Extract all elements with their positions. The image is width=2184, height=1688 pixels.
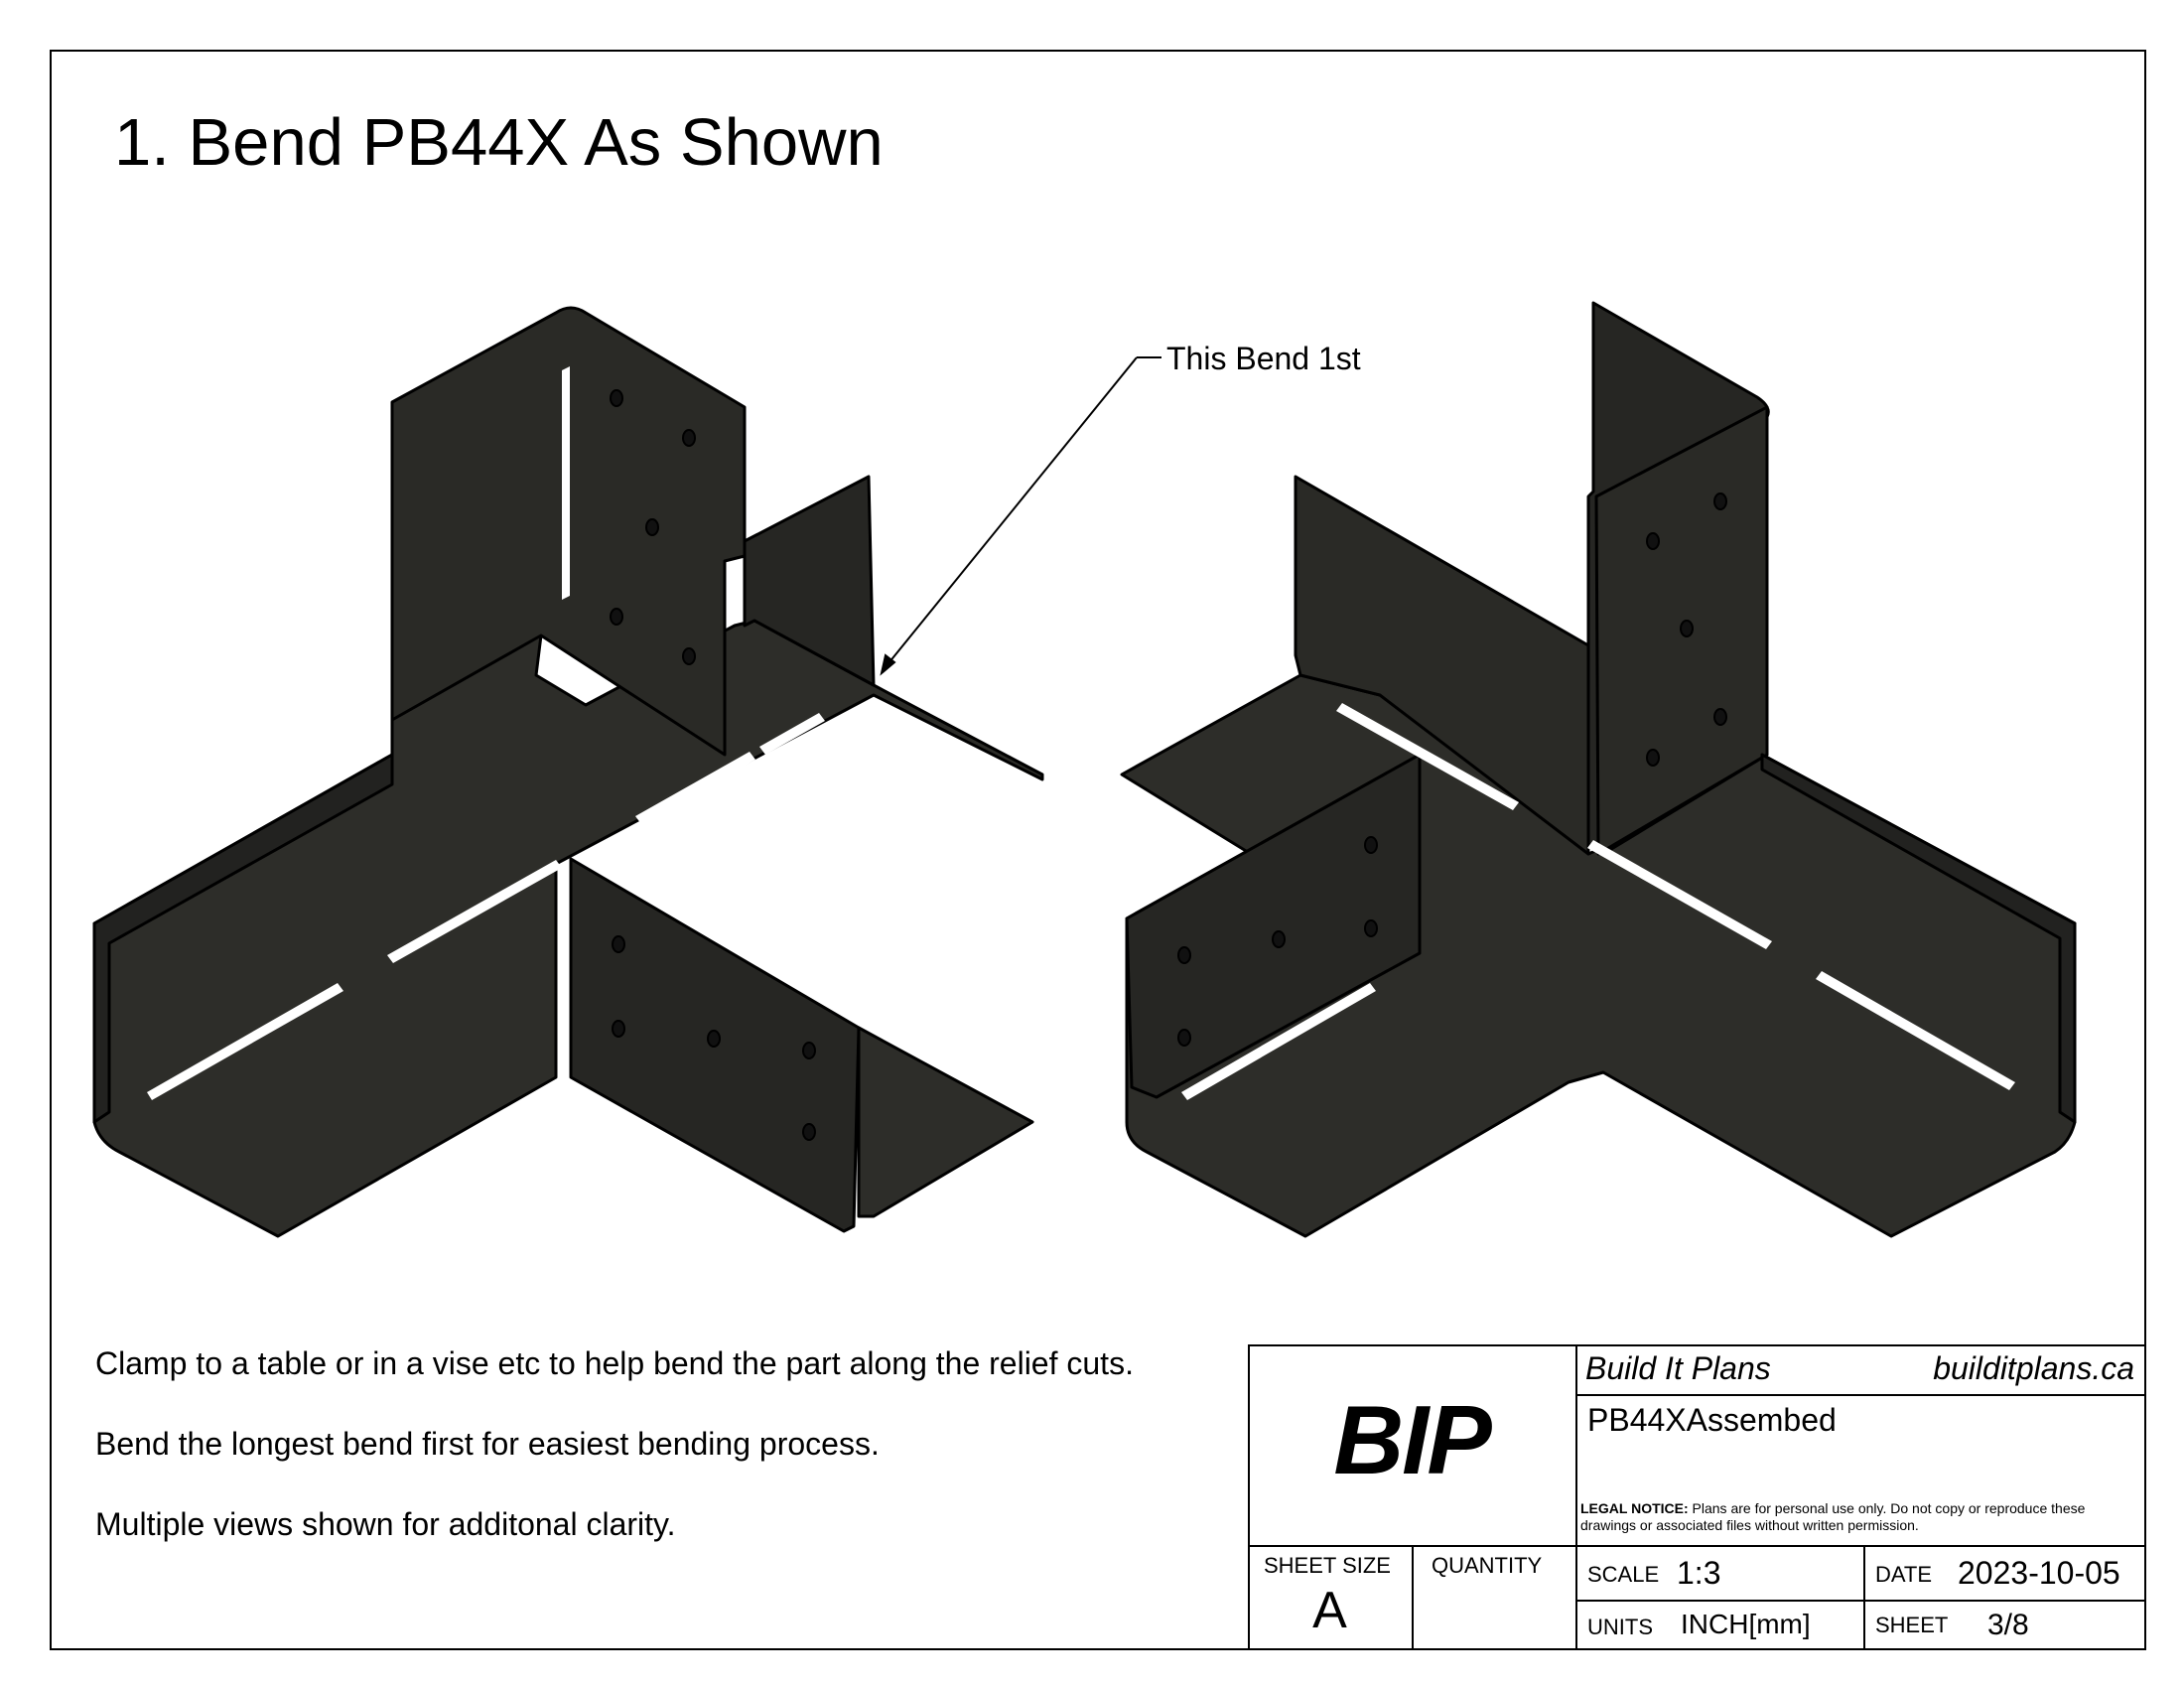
title-block-frame bbox=[1248, 1344, 2146, 1650]
legal-notice-text: Plans are for personal use only. Do not … bbox=[1580, 1500, 2086, 1533]
units-value: INCH[mm] bbox=[1681, 1609, 1811, 1639]
date-value: 2023-10-05 bbox=[1958, 1555, 2120, 1591]
legal-notice-label: LEGAL NOTICE: bbox=[1580, 1500, 1689, 1516]
part-name: PB44XAssembed bbox=[1587, 1402, 1837, 1438]
date-label: DATE bbox=[1875, 1562, 1933, 1587]
left-outer-lip bbox=[92, 753, 394, 1124]
quantity-cell bbox=[1412, 1545, 1575, 1650]
company-row bbox=[1575, 1344, 2146, 1394]
left-relief-slots bbox=[147, 366, 825, 1100]
left-bolt-holes bbox=[610, 389, 816, 1141]
bip-logo: BIP bbox=[1333, 1385, 1491, 1494]
part-name-cell bbox=[1575, 1394, 2146, 1595]
sheet-value: 3/8 bbox=[1987, 1609, 2029, 1641]
right-outer-lip bbox=[1760, 753, 2077, 1124]
sheet-size-label: SHEET SIZE bbox=[1264, 1553, 1391, 1578]
scale-date-row bbox=[1575, 1545, 2146, 1600]
scale-value: 1:3 bbox=[1677, 1555, 1721, 1591]
sheet-size-value: A bbox=[1312, 1582, 1347, 1639]
units-sheet-row bbox=[1575, 1600, 2146, 1650]
callout-label: This Bend 1st bbox=[1166, 341, 1361, 376]
right-relief-slots bbox=[1181, 703, 2015, 1100]
sheet-label: SHEET bbox=[1875, 1613, 1949, 1637]
company-website: builditplans.ca bbox=[1933, 1350, 2134, 1386]
callout-leader bbox=[880, 356, 1161, 676]
date-sheet-column bbox=[1863, 1545, 2146, 1650]
legal-notice: LEGAL NOTICE: Plans are for personal use… bbox=[1580, 1500, 2141, 1534]
title-block: BIP Build It Plans builditplans.ca PB44X… bbox=[1248, 1344, 2146, 1650]
quantity-label: QUANTITY bbox=[1432, 1553, 1543, 1578]
right-bolt-holes bbox=[1177, 492, 1727, 1047]
right-front-wall-left bbox=[1125, 753, 1422, 1099]
left-right-flap bbox=[857, 1026, 1034, 1218]
left-back-wall-right bbox=[743, 475, 876, 687]
left-view bbox=[92, 306, 1044, 1238]
note-1: Clamp to a table or in a vise etc to hel… bbox=[95, 1345, 1134, 1381]
units-label: UNITS bbox=[1587, 1615, 1653, 1639]
page-title: 1. Bend PB44X As Shown bbox=[114, 105, 884, 180]
company-name: Build It Plans bbox=[1585, 1350, 1771, 1386]
note-3: Multiple views shown for additonal clari… bbox=[95, 1506, 676, 1542]
right-view bbox=[1120, 301, 2077, 1238]
drawing-border bbox=[50, 50, 2146, 1650]
note-2: Bend the longest bend first for easiest … bbox=[95, 1426, 880, 1462]
scale-label: SCALE bbox=[1587, 1562, 1660, 1587]
